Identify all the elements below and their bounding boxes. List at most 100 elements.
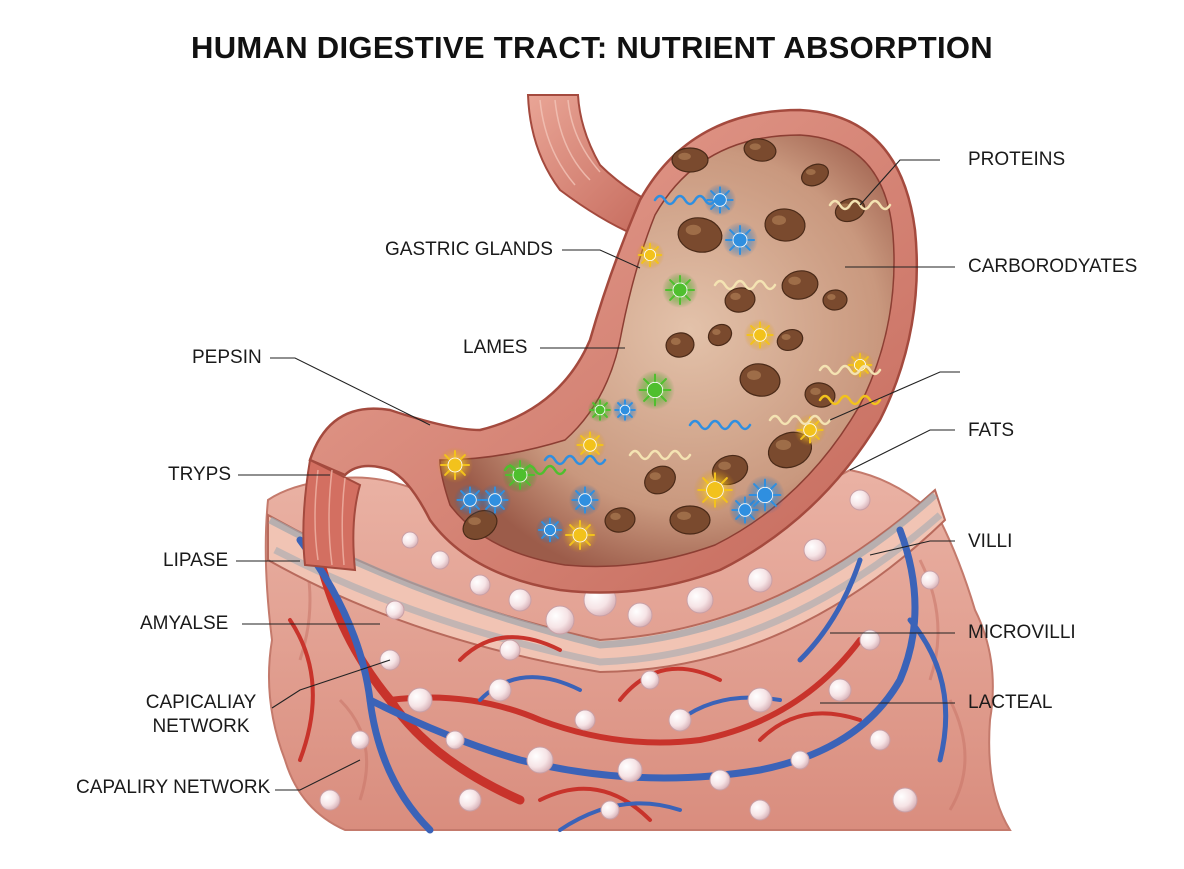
protein-chunk-highlight — [827, 294, 836, 300]
leader-fats — [849, 429, 955, 471]
label-capicaliay-line2: NETWORK — [152, 716, 250, 737]
nutrient-chain — [818, 394, 882, 406]
enzyme-particle — [845, 350, 875, 380]
nutrient-globule — [828, 678, 852, 702]
nutrient-globule — [859, 629, 881, 651]
nutrient-globule — [407, 687, 433, 713]
protein-chunk-highlight — [678, 152, 691, 160]
nutrient-globule — [709, 769, 731, 791]
label-lipase: LIPASE — [163, 550, 229, 571]
protein-chunk-highlight — [775, 439, 792, 450]
label-proteins: PROTEINS — [968, 149, 1066, 170]
nutrient-chain — [688, 419, 752, 431]
protein-chunk-highlight — [670, 337, 681, 345]
label-pepsin: PEPSIN — [192, 347, 262, 368]
nutrient-globule — [458, 788, 482, 812]
protein-chunk-highlight — [805, 169, 816, 175]
protein-chunk-highlight — [788, 276, 801, 285]
label-gastric-glands: GASTRIC GLANDS — [385, 239, 553, 260]
enzyme-particle — [478, 483, 512, 517]
label-lacteal: LACTEAL — [968, 692, 1053, 713]
enzyme-particle — [722, 222, 758, 258]
nutrient-chain — [503, 464, 567, 476]
nutrient-globule — [640, 670, 660, 690]
nutrient-globule — [747, 687, 773, 713]
leader-capaliry — [275, 759, 361, 791]
nutrient-globule — [790, 750, 810, 770]
enzyme-particle — [743, 318, 777, 352]
protein-chunk-highlight — [677, 511, 691, 520]
enzyme-particle — [612, 397, 638, 423]
enzyme-particle — [703, 183, 737, 217]
capillary-network — [288, 526, 949, 834]
leader-gastric-glands — [562, 249, 641, 269]
nutrient-chain — [818, 364, 882, 376]
protein-chunk-highlight — [730, 292, 741, 300]
enzyme-particle — [573, 428, 607, 462]
label-capicaliay-line1: CAPICALIAY — [145, 692, 257, 713]
enzyme-particle — [437, 447, 473, 483]
enzyme-particle — [693, 468, 737, 512]
protein-chunk-highlight — [610, 512, 621, 521]
enzyme-particle — [662, 272, 698, 308]
nutrient-globule — [499, 639, 521, 661]
nutrient-globule — [747, 567, 773, 593]
stomach-contents — [437, 138, 892, 553]
enzyme-particle — [635, 370, 675, 410]
enzyme-particle — [745, 475, 785, 515]
label-lames: LAMES — [463, 337, 528, 358]
nutrient-globule — [526, 746, 554, 774]
nutrient-chain — [543, 454, 607, 466]
label-tryps: TRYPS — [168, 464, 232, 485]
nutrient-globule — [803, 538, 827, 562]
nutrient-globule — [920, 570, 940, 590]
leader-villi — [869, 540, 955, 556]
nutrient-chain — [768, 414, 832, 426]
leader-capicaliay — [271, 659, 391, 709]
protein-chunk-highlight — [712, 329, 721, 335]
label-amyalse: AMYALSE — [140, 613, 229, 634]
nutrient-chain — [628, 449, 692, 461]
nutrient-globule — [401, 531, 419, 549]
label-capaliry-network: CAPALIRY NETWORK — [76, 777, 271, 798]
leader-unlabeled — [829, 371, 960, 421]
label-microvilli: MICROVILLI — [968, 622, 1076, 643]
nutrient-globule — [600, 800, 620, 820]
nutrient-globule — [430, 550, 450, 570]
label-capicaliay-network: CAPICALIAY NETWORK — [136, 691, 266, 739]
leader-pepsin — [270, 357, 431, 426]
protein-chunk-highlight — [685, 224, 702, 235]
nutrient-globule — [849, 489, 871, 511]
protein-chunk-highlight — [468, 517, 481, 525]
label-fats: FATS — [968, 420, 1015, 441]
nutrient-chain — [713, 279, 777, 291]
diagram-title: HUMAN DIGESTIVE TRACT: NUTRIENT ABSORPTI… — [191, 30, 993, 65]
nutrient-globule — [508, 588, 532, 612]
nutrient-globule — [574, 709, 596, 731]
leader-lines — [236, 159, 960, 791]
label-carbohydrates: CARBORODYATES — [968, 256, 1138, 277]
nutrient-globule — [350, 730, 370, 750]
protein-chunk-highlight — [718, 461, 731, 470]
leader-proteins — [859, 159, 940, 206]
nutrient-globule — [627, 602, 653, 628]
absorbed-nutrient-globules — [319, 489, 940, 821]
enzyme-particle — [562, 517, 598, 553]
label-villi: VILLI — [968, 531, 1013, 552]
enzyme-particle — [635, 240, 665, 270]
nutrient-globule — [385, 600, 405, 620]
nutrient-globule — [319, 789, 341, 811]
protein-chunk-highlight — [747, 370, 761, 381]
enzyme-particle — [587, 397, 613, 423]
protein-chunk-highlight — [772, 215, 786, 225]
nutrient-globule — [469, 574, 491, 596]
nutrient-globule — [686, 586, 714, 614]
nutrient-globule — [749, 799, 771, 821]
protein-chunk-highlight — [781, 334, 791, 340]
protein-chunk-highlight — [749, 143, 761, 150]
nutrient-globule — [445, 730, 465, 750]
protein-chunk-highlight — [649, 472, 661, 480]
nutrient-globule — [869, 729, 891, 751]
protein-chunk — [669, 505, 711, 535]
